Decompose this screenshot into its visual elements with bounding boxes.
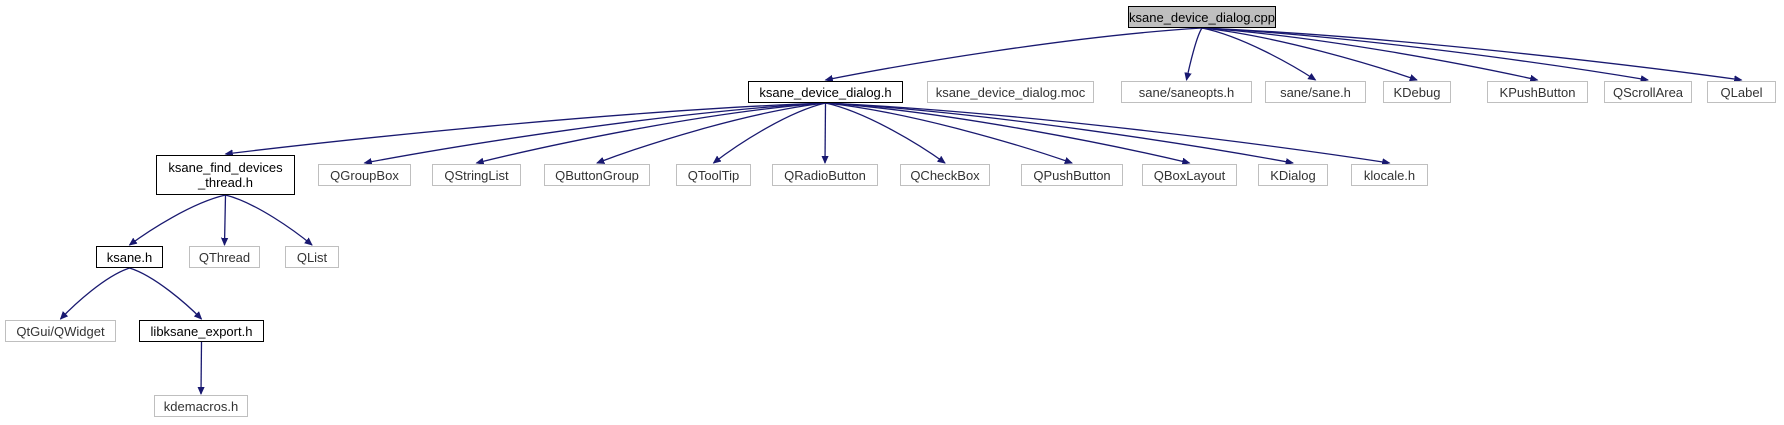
edge-dlg-h-to-qgroupbox (365, 102, 826, 163)
node-qgroupbox: QGroupBox (318, 164, 411, 186)
node-kdemacros: kdemacros.h (154, 395, 248, 417)
node-dlg-h[interactable]: ksane_device_dialog.h (748, 81, 903, 103)
edge-dlg-h-to-qboxlayout (825, 102, 1190, 163)
edge-dlg-h-to-qradiobutton (825, 102, 826, 163)
node-qlabel: QLabel (1707, 81, 1776, 103)
edge-finddev-to-ksane-h (130, 194, 226, 245)
node-qcheckbox: QCheckBox (900, 164, 990, 186)
node-qstringlist: QStringList (432, 164, 521, 186)
node-kpushbutton: KPushButton (1487, 81, 1588, 103)
edge-dlg-h-to-qbuttongroup (597, 102, 826, 163)
node-qwidget: QtGui/QWidget (5, 320, 116, 342)
node-qradiobutton: QRadioButton (772, 164, 878, 186)
node-qscrollarea: QScrollArea (1604, 81, 1692, 103)
node-klocale: klocale.h (1351, 164, 1428, 186)
edge-export-h-to-kdemacros (201, 341, 202, 394)
node-qlist: QList (285, 246, 339, 268)
edge-cpp-to-saneopts (1187, 27, 1203, 80)
edge-dlg-h-to-qcheckbox (825, 102, 946, 163)
node-qpushbutton: QPushButton (1021, 164, 1123, 186)
edge-dlg-h-to-qstringlist (477, 102, 826, 163)
edge-cpp-to-dlg-h (826, 27, 1203, 80)
edge-dlg-h-to-qpushbutton (825, 102, 1073, 163)
node-qtooltip: QToolTip (676, 164, 751, 186)
node-qbuttongroup: QButtonGroup (544, 164, 650, 186)
edge-dlg-h-to-kdialog (825, 102, 1294, 163)
node-kdialog: KDialog (1258, 164, 1328, 186)
edge-dlg-h-to-klocale (825, 102, 1390, 163)
node-export-h[interactable]: libksane_export.h (139, 320, 264, 342)
edge-cpp-to-sane-h (1201, 27, 1316, 81)
edge-dlg-h-to-qtooltip (714, 102, 826, 163)
node-sane-h: sane/sane.h (1265, 81, 1366, 103)
node-saneopts: sane/saneopts.h (1121, 81, 1252, 103)
node-ksane-h[interactable]: ksane.h (96, 246, 163, 268)
node-cpp[interactable]: ksane_device_dialog.cpp (1128, 6, 1276, 28)
edge-cpp-to-qscrollarea (1201, 27, 1648, 80)
edge-cpp-to-kpushbutton (1201, 27, 1538, 80)
node-qthread: QThread (189, 246, 260, 268)
node-qboxlayout: QBoxLayout (1142, 164, 1237, 186)
edge-finddev-to-qthread (225, 194, 226, 245)
edge-ksane-h-to-qwidget (61, 267, 130, 319)
node-finddev[interactable]: ksane_find_devices _thread.h (156, 155, 295, 195)
node-moc: ksane_device_dialog.moc (927, 81, 1094, 103)
edge-dlg-h-to-finddev (226, 102, 826, 154)
edge-cpp-to-kdebug (1201, 27, 1417, 80)
edge-cpp-to-qlabel (1201, 27, 1742, 80)
edge-finddev-to-qlist (225, 194, 313, 245)
node-kdebug: KDebug (1383, 81, 1451, 103)
edge-ksane-h-to-export-h (129, 267, 202, 319)
